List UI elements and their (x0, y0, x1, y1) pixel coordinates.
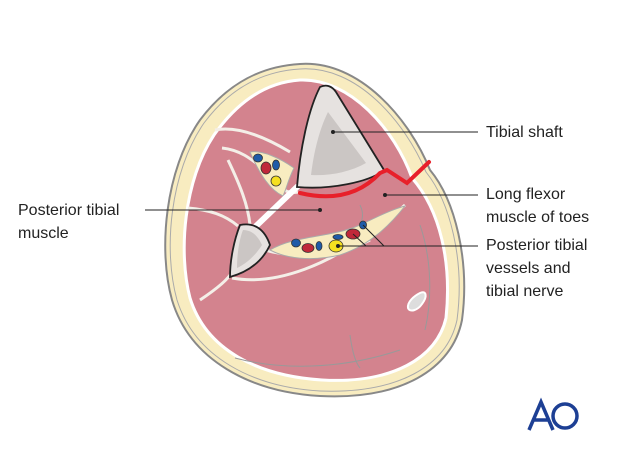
label-line: muscle (18, 225, 69, 242)
fibula-marrow (237, 230, 262, 268)
leader-lines (145, 130, 478, 248)
tibia-marrow (311, 112, 366, 176)
skin-inner-line (169, 68, 460, 392)
label-posterior-tibial-vessels: Posterior tibial vessels and tibial nerv… (486, 234, 587, 303)
ao-logo (527, 397, 579, 431)
saphenous-vein (406, 291, 427, 312)
label-line: Posterior tibial (486, 237, 588, 254)
label-line: Long flexor (486, 186, 566, 203)
posterior-tibial-vessels (291, 220, 367, 253)
label-line: vessels and (486, 260, 571, 277)
label-long-flexor: Long flexor muscle of toes (486, 183, 589, 229)
label-line: muscle of toes (486, 209, 590, 226)
label-line: tibial nerve (486, 283, 564, 300)
label-posterior-tibial-muscle: Posterior tibial muscle (18, 199, 119, 245)
muscle-boundaries-thin (234, 204, 431, 369)
label-tibial-shaft: Tibial shaft (486, 121, 563, 144)
incision-line (298, 160, 431, 199)
anterior-fat-pocket (249, 151, 295, 197)
label-line: Posterior tibial (18, 202, 120, 219)
label-line: Tibial shaft (486, 124, 563, 141)
anterior-tibial-vessels (253, 153, 282, 187)
interosseous-membrane (251, 183, 301, 231)
